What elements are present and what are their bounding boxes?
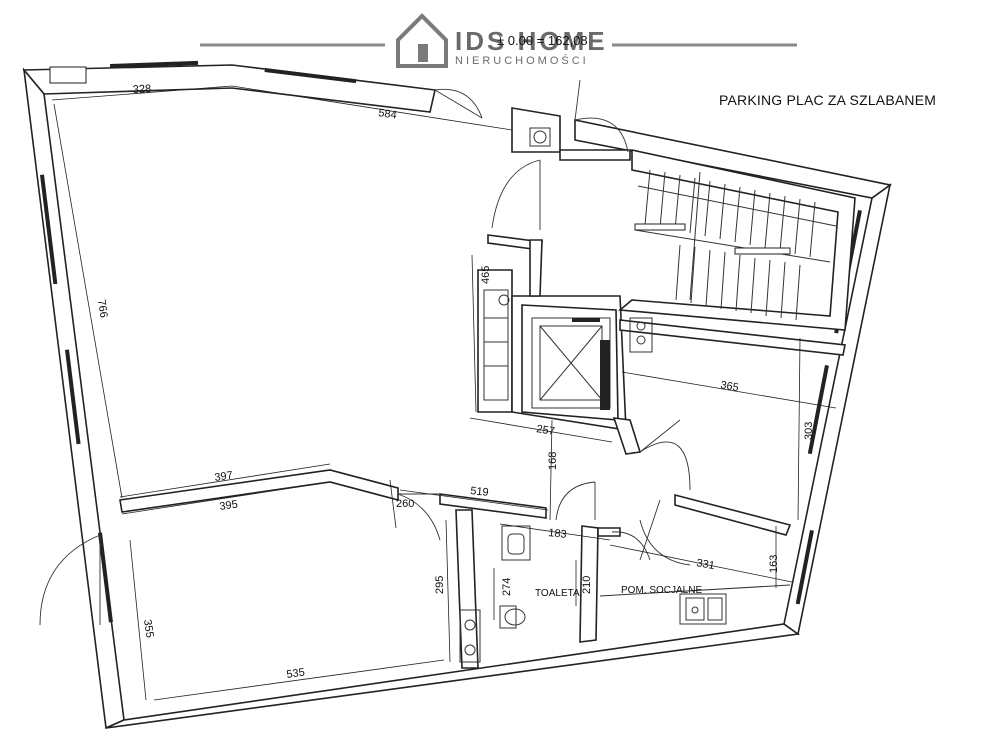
dim-210: 210 xyxy=(581,576,593,594)
dim-163: 163 xyxy=(768,555,780,573)
dim-584: 584 xyxy=(378,107,398,121)
dim-295: 295 xyxy=(434,576,446,594)
elevation-label: ± 0.00 = 162,08 xyxy=(497,33,588,48)
dim-535: 535 xyxy=(286,667,306,681)
dim-303: 303 xyxy=(803,422,815,440)
dimension-labels: 328 584 766 465 365 303 257 168 397 395 … xyxy=(95,83,815,681)
logo-house-icon xyxy=(396,13,448,68)
room-social-label: POM. SOCJALNE xyxy=(621,585,702,596)
dimension-lines xyxy=(51,85,837,701)
dim-183: 183 xyxy=(548,527,568,541)
dim-397: 397 xyxy=(214,470,234,484)
dim-168: 168 xyxy=(547,452,559,470)
dim-465: 465 xyxy=(480,266,492,284)
parking-label: PARKING PLAC ZA SZLABANEM xyxy=(719,92,937,108)
room-labels: TOALETA POM. SOCJALNE xyxy=(535,585,702,599)
logo-tagline: NIERUCHOMOŚCI xyxy=(455,55,589,67)
dim-395: 395 xyxy=(219,499,239,513)
interior-walls xyxy=(119,149,856,669)
dim-365: 365 xyxy=(719,379,739,394)
doors xyxy=(39,79,691,626)
dim-260: 260 xyxy=(396,498,414,510)
dim-355: 355 xyxy=(141,619,155,639)
dim-766: 766 xyxy=(95,299,109,319)
dim-257: 257 xyxy=(536,423,556,438)
dim-274: 274 xyxy=(501,578,513,596)
staircase xyxy=(634,169,837,321)
dim-328: 328 xyxy=(133,83,152,96)
room-toilet-label: TOALETA xyxy=(535,588,580,599)
dim-519: 519 xyxy=(470,485,490,499)
fixtures xyxy=(459,525,791,663)
dim-331: 331 xyxy=(695,557,715,572)
logo-name: IDS HOME xyxy=(455,26,608,56)
elevator-shaft xyxy=(483,127,653,410)
